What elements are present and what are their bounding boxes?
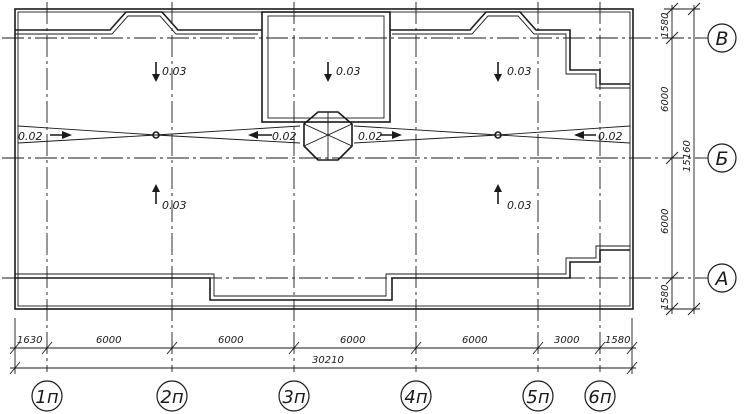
svg-text:2п: 2п — [160, 387, 183, 408]
axis-bubble-6p: 6п — [584, 380, 616, 412]
slope-label: 0.03 — [507, 65, 532, 78]
svg-text:А: А — [714, 268, 729, 290]
axis-bubble-2p: 2п — [156, 380, 188, 412]
axis-bubble-1p: 1п — [31, 380, 63, 412]
dimension-label: 6000 — [660, 209, 671, 234]
slope-label: 0.03 — [162, 65, 187, 78]
slope-label: 0.03 — [507, 199, 532, 212]
slope-arrows — [50, 62, 596, 204]
slope-label: 0.03 — [336, 65, 361, 78]
axis-bubble-V: В — [700, 23, 737, 53]
dimension-label: 1630 — [17, 335, 42, 346]
dimension-label: 6000 — [660, 87, 671, 112]
right-dimension-chain — [664, 2, 701, 316]
svg-text:В: В — [715, 28, 728, 50]
valley-lines — [17, 125, 631, 144]
svg-text:Б: Б — [715, 148, 728, 170]
svg-text:6п: 6п — [588, 387, 611, 408]
svg-text:1п: 1п — [35, 387, 58, 408]
svg-text:4п: 4п — [404, 387, 427, 408]
dimension-label: 30210 — [312, 355, 344, 366]
svg-text:3п: 3п — [282, 387, 305, 408]
skylight-octagon — [303, 111, 353, 161]
vertical-grid-axes — [46, 2, 601, 372]
dimension-label: 6000 — [340, 335, 365, 346]
dimension-label: 3000 — [554, 335, 579, 346]
slope-label: 0.02 — [598, 130, 623, 143]
axis-bubble-5p: 5п — [522, 380, 554, 412]
axis-bubble-4p: 4п — [400, 380, 432, 412]
dimension-label: 1580 — [605, 335, 630, 346]
slope-label: 0.03 — [162, 199, 187, 212]
dimension-label: 15160 — [682, 140, 693, 172]
dimension-label: 6000 — [462, 335, 487, 346]
dimension-label: 1580 — [660, 285, 671, 310]
dimension-label: 6000 — [218, 335, 243, 346]
bottom-dimension-chain — [9, 318, 638, 375]
slope-label: 0.02 — [358, 130, 383, 143]
axis-bubble-B: Б — [700, 143, 737, 173]
svg-text:5п: 5п — [526, 387, 549, 408]
dimension-label: 6000 — [96, 335, 121, 346]
axis-bubble-A: А — [700, 263, 737, 293]
axis-bubble-3p: 3п — [278, 380, 310, 412]
roof-outline — [14, 8, 634, 310]
dimension-label: 1580 — [660, 13, 671, 38]
slope-label: 0.02 — [272, 130, 297, 143]
slope-label: 0.02 — [18, 130, 43, 143]
